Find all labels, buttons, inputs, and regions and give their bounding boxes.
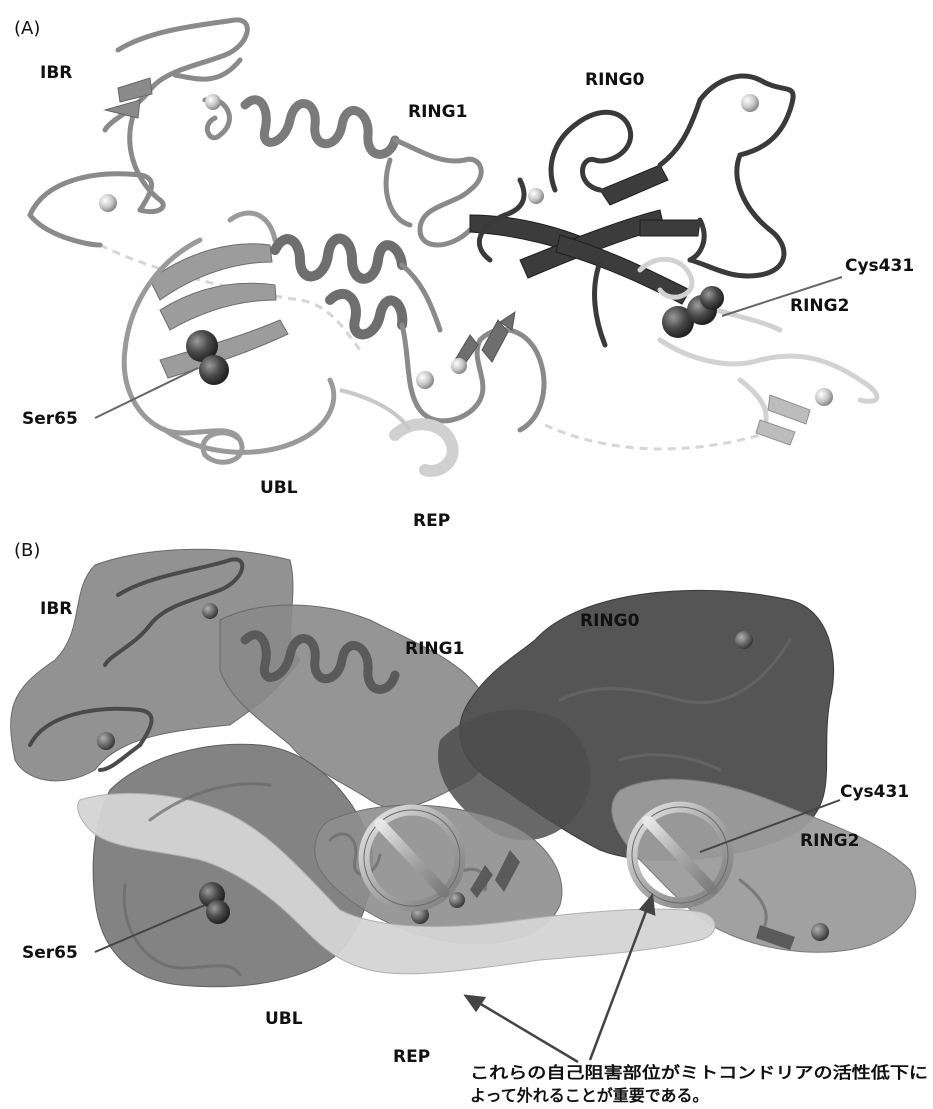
panel-a-label-rep: REP bbox=[413, 511, 450, 531]
panel-a-label-ring2: RING2 bbox=[790, 296, 849, 316]
panel-b-label-ring2: RING2 bbox=[800, 831, 859, 851]
zinc-ion bbox=[202, 603, 218, 619]
zinc-ion bbox=[815, 388, 833, 406]
zinc-ion bbox=[416, 371, 434, 389]
panel-b-label-ser65: Ser65 bbox=[22, 943, 78, 963]
zinc-ion bbox=[449, 892, 465, 908]
panel-a-central-arrows bbox=[455, 312, 515, 368]
zinc-ion bbox=[735, 631, 753, 649]
panel-b-label-ring1: RING1 bbox=[405, 639, 464, 659]
panel-b-label-cys431: Cys431 bbox=[840, 782, 909, 802]
panel-a-label-ring0: RING0 bbox=[585, 70, 645, 90]
panel-b-label-ibr: IBR bbox=[40, 599, 72, 619]
zinc-ion bbox=[451, 358, 467, 374]
panel-b-label-ubl: UBL bbox=[265, 1009, 303, 1029]
zinc-ion bbox=[97, 732, 115, 750]
panel-a-label: (A) bbox=[14, 18, 40, 39]
panel-b: (B) bbox=[11, 540, 928, 1105]
zinc-ion bbox=[205, 94, 221, 110]
panel-a-ring0-sheets bbox=[470, 165, 700, 304]
panel-b-caption-line2: よって外れることが重要である。 bbox=[470, 1086, 709, 1105]
panel-a-label-cys431: Cys431 bbox=[845, 256, 914, 276]
panel-b-label-ring0: RING0 bbox=[580, 611, 640, 631]
panel-a-label-ser65: Ser65 bbox=[22, 409, 78, 429]
panel-a: (A) bbox=[14, 18, 914, 531]
zinc-ion bbox=[528, 188, 544, 204]
panel-a-ring0-backbone bbox=[479, 76, 793, 345]
panel-a-label-ring1: RING1 bbox=[408, 102, 467, 122]
zinc-ion bbox=[741, 94, 759, 112]
panel-a-rep bbox=[340, 390, 453, 471]
panel-b-caption-line1: これらの自己阻害部位がミトコンドリアの活性低下に bbox=[470, 1063, 928, 1082]
panel-a-ring1-loops bbox=[386, 140, 481, 245]
panel-b-label: (B) bbox=[14, 540, 40, 561]
zinc-ion bbox=[811, 923, 829, 941]
panel-a-label-ibr: IBR bbox=[40, 63, 72, 83]
panel-a-ser65-leader bbox=[95, 368, 198, 418]
panel-a-label-ubl: UBL bbox=[260, 478, 298, 498]
panel-a-ibr-backbone bbox=[30, 20, 247, 245]
panel-b-label-rep: REP bbox=[393, 1047, 430, 1067]
panel-a-ring1-helix bbox=[245, 100, 395, 155]
panel-a-helix-bundle bbox=[275, 239, 402, 335]
zinc-ion bbox=[99, 194, 117, 212]
